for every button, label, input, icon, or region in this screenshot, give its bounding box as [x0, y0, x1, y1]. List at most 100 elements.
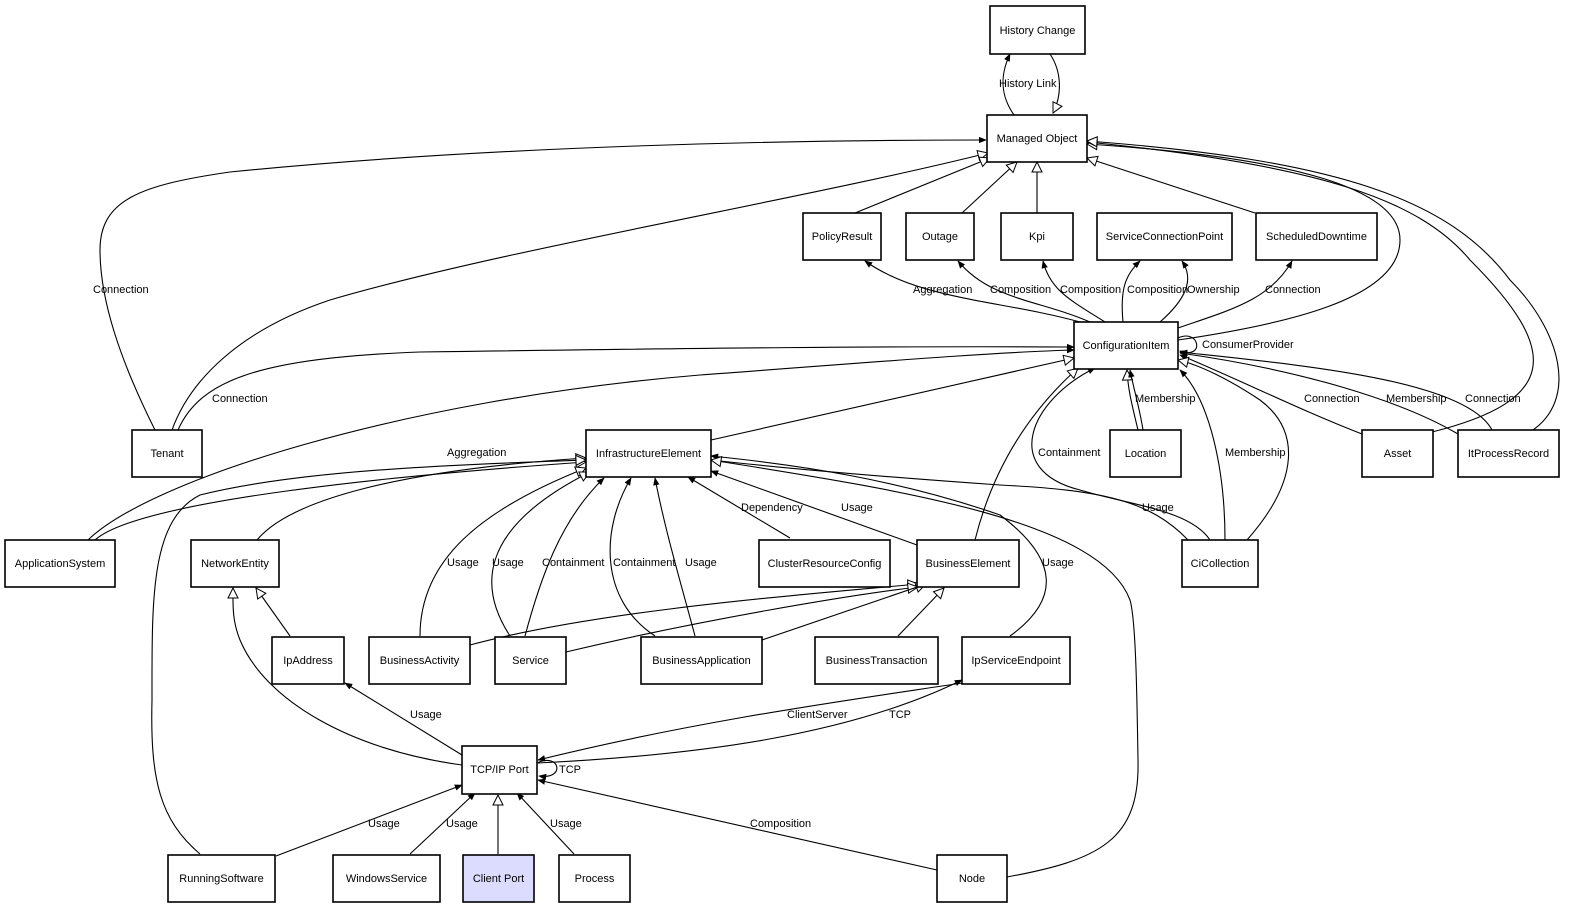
edge-tenant-mo-connection [99, 136, 987, 431]
node-tcp-ip-port[interactable]: TCP/IP Port [461, 745, 538, 795]
edge-ci-outage [957, 260, 1091, 323]
label-membership-cicoll: Membership [1225, 447, 1286, 459]
node-history-change[interactable]: History Change [989, 5, 1086, 55]
label-membership-itp: Membership [1386, 393, 1447, 405]
edge-service-ie-usage [491, 472, 590, 637]
edge-mo-to-history [1002, 53, 1015, 116]
node-node[interactable]: Node [936, 854, 1008, 903]
label-usage-running-sw: Usage [368, 818, 400, 830]
label-composition-node: Composition [750, 818, 811, 830]
node-network-entity[interactable]: NetworkEntity [190, 539, 280, 588]
edge-be-ci [974, 368, 1078, 541]
node-it-process-record[interactable]: ItProcessRecord [1457, 429, 1560, 478]
edge-downtime-mo [1087, 158, 1256, 214]
edge-tcp-ne [233, 588, 463, 766]
edge-itp-ci-connection [1179, 349, 1494, 433]
node-ip-address[interactable]: IpAddress [271, 636, 345, 685]
label-connection-itp: Connection [1465, 393, 1521, 405]
label-usage-process: Usage [550, 818, 582, 830]
svg-text:Tenant: Tenant [150, 448, 183, 460]
node-kpi[interactable]: Kpi [1000, 212, 1074, 261]
node-infrastructure-element[interactable]: InfrastructureElement [585, 429, 712, 478]
svg-text:IpAddress: IpAddress [283, 655, 333, 667]
node-configuration-item[interactable]: ConfigurationItem [1073, 321, 1179, 370]
edge-runsw-tcp [275, 784, 463, 857]
svg-text:ConfigurationItem: ConfigurationItem [1083, 340, 1170, 352]
node-windows-service[interactable]: WindowsService [332, 854, 441, 903]
edge-service-ie-containment [524, 477, 605, 637]
node-service-connection-point[interactable]: ServiceConnectionPoint [1096, 212, 1233, 261]
label-aggregation-ie: Aggregation [447, 447, 506, 459]
edge-cicoll-ci-containment [1031, 367, 1211, 541]
edge-cicoll-ci-membership [1179, 369, 1226, 541]
svg-text:ServiceConnectionPoint: ServiceConnectionPoint [1106, 231, 1223, 243]
node-business-activity[interactable]: BusinessActivity [368, 636, 471, 685]
node-policy-result[interactable]: PolicyResult [802, 212, 882, 261]
svg-text:Outage: Outage [922, 231, 958, 243]
label-connection-downtime: Connection [1265, 284, 1321, 296]
label-history-link: History Link [999, 78, 1057, 90]
svg-text:ItProcessRecord: ItProcessRecord [1468, 448, 1549, 460]
edge-process-tcp [516, 792, 575, 855]
node-application-system[interactable]: ApplicationSystem [4, 539, 116, 588]
node-ci-collection[interactable]: CiCollection [1181, 539, 1259, 588]
label-dependency: Dependency [741, 502, 803, 514]
node-cluster-resource-config[interactable]: ClusterResourceConfig [758, 539, 891, 588]
label-containment-service: Containment [542, 557, 604, 569]
node-asset[interactable]: Asset [1361, 429, 1434, 478]
svg-text:TCP/IP Port: TCP/IP Port [470, 764, 528, 776]
edge-bapp-ie-usage [653, 477, 696, 637]
svg-text:BusinessActivity: BusinessActivity [380, 655, 460, 667]
label-aggregation-policy: Aggregation [913, 284, 972, 296]
node-ip-service-endpoint[interactable]: IpServiceEndpoint [961, 636, 1071, 685]
edge-ie-ci [710, 358, 1074, 441]
node-process[interactable]: Process [558, 854, 631, 903]
nodes: History Change Managed Object PolicyResu… [4, 5, 1560, 903]
edge-runsw-ie [151, 460, 586, 855]
edge-history-to-mo [1049, 53, 1059, 113]
edge-location-ci-membership [1128, 369, 1144, 431]
node-tenant[interactable]: Tenant [131, 429, 203, 478]
node-service[interactable]: Service [494, 636, 567, 685]
edge-asset-mo [1086, 139, 1534, 433]
node-outage[interactable]: Outage [905, 212, 975, 261]
node-location[interactable]: Location [1109, 429, 1182, 478]
node-managed-object[interactable]: Managed Object [986, 114, 1088, 163]
label-tcp-endpoint: TCP [889, 709, 911, 721]
svg-text:Kpi: Kpi [1029, 231, 1045, 243]
svg-text:NetworkEntity: NetworkEntity [201, 558, 269, 570]
node-business-application[interactable]: BusinessApplication [640, 636, 763, 685]
edge-ci-policy [864, 260, 1081, 323]
svg-text:ApplicationSystem: ApplicationSystem [15, 558, 106, 570]
label-membership-location: Membership [1135, 393, 1196, 405]
svg-text:RunningSoftware: RunningSoftware [179, 873, 263, 885]
svg-text:ScheduledDowntime: ScheduledDowntime [1266, 231, 1367, 243]
svg-text:InfrastructureElement: InfrastructureElement [596, 448, 701, 460]
edge-location-ci-inherit [1127, 370, 1139, 431]
label-usage-be-ie: Usage [841, 502, 873, 514]
svg-text:Managed Object: Managed Object [997, 133, 1078, 145]
node-client-port[interactable]: Client Port [462, 854, 535, 903]
edge-appsys-ie [94, 462, 586, 541]
svg-text:Service: Service [512, 655, 549, 667]
edges [87, 53, 1560, 878]
edge-bapp-ie-containment [609, 477, 656, 637]
node-business-element[interactable]: BusinessElement [916, 539, 1020, 588]
node-business-transaction[interactable]: BusinessTransaction [814, 636, 939, 685]
edge-btrans-ie [710, 453, 1047, 637]
edge-asset-ci [1179, 354, 1363, 435]
edge-be-ie [710, 470, 918, 546]
edge-ci-downtime [1177, 260, 1293, 329]
label-ownership: Ownership [1187, 284, 1240, 296]
label-usage-ipaddress: Usage [410, 709, 442, 721]
edge-policy-mo [854, 158, 990, 214]
node-scheduled-downtime[interactable]: ScheduledDowntime [1255, 212, 1378, 261]
svg-text:CiCollection: CiCollection [1191, 558, 1250, 570]
edge-ci-mo [1087, 144, 1401, 341]
edge-itp-ci-membership [1179, 350, 1459, 435]
svg-text:WindowsService: WindowsService [346, 873, 427, 885]
svg-text:IpServiceEndpoint: IpServiceEndpoint [971, 655, 1060, 667]
edge-cicoll-ie-usage [710, 457, 1189, 541]
node-running-software[interactable]: RunningSoftware [167, 854, 276, 903]
